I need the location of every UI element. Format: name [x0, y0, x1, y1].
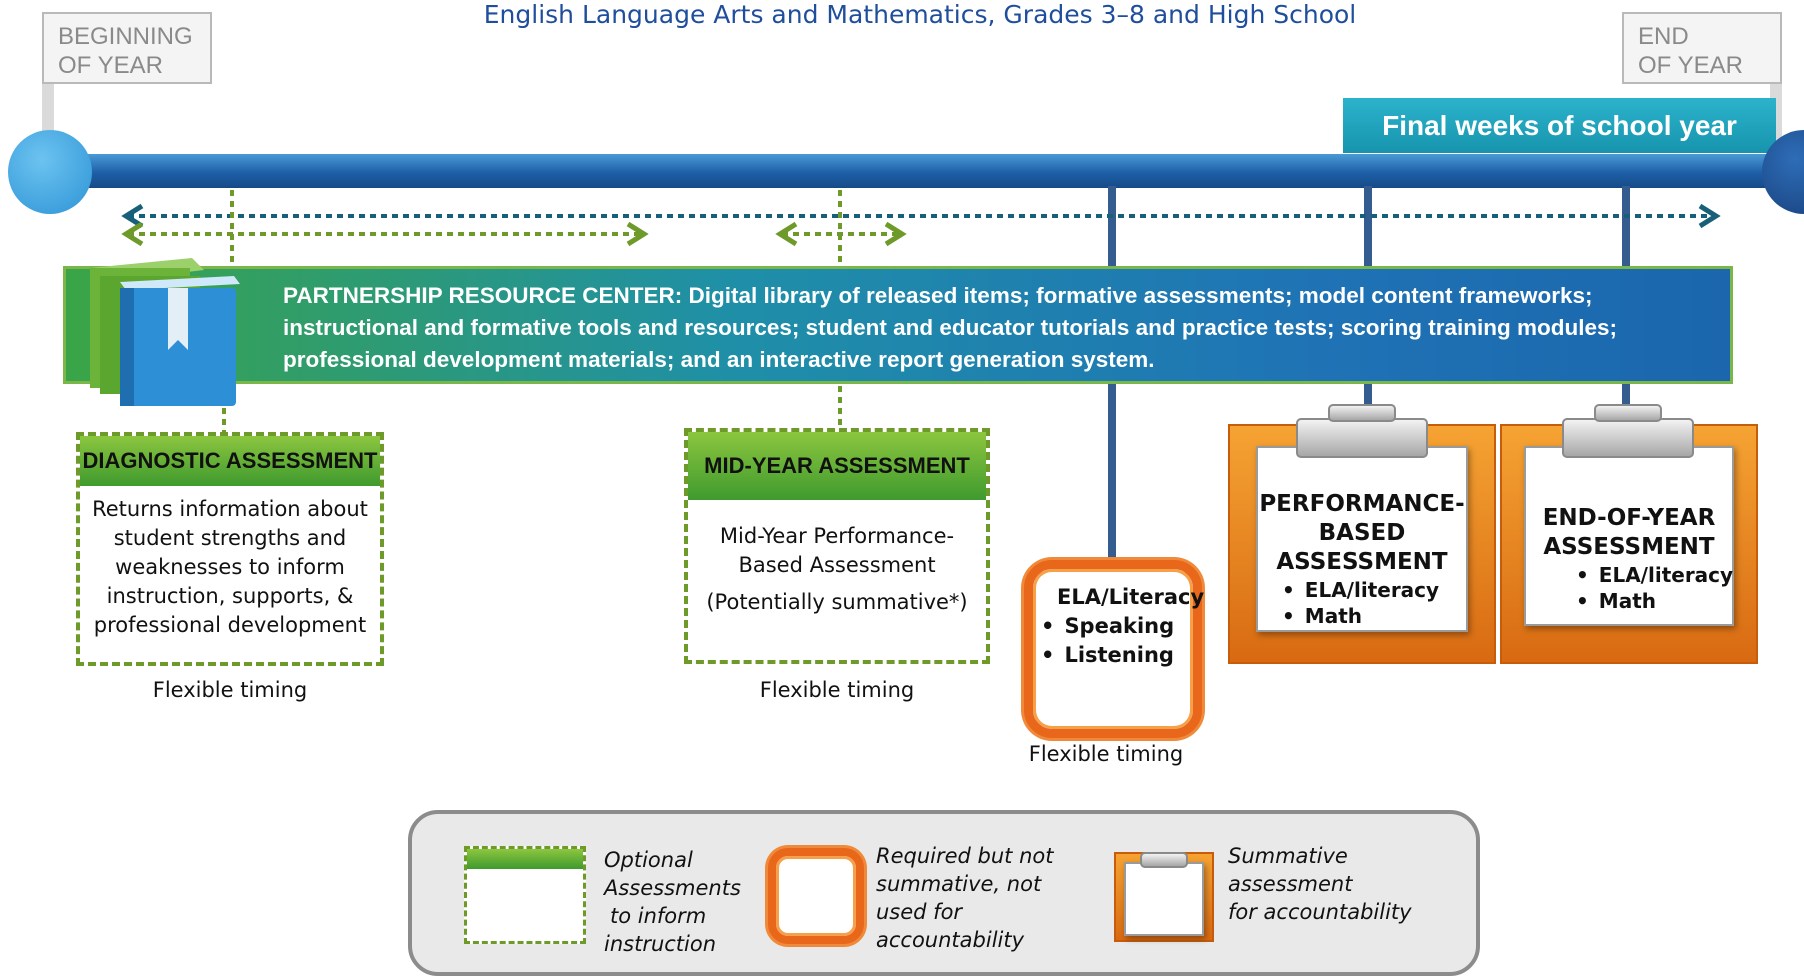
final-weeks-label: Final weeks of school year — [1343, 98, 1776, 153]
legend-optional-swatch-head — [467, 849, 583, 869]
full-year-arrow — [121, 203, 1721, 229]
legend-panel — [408, 810, 1480, 976]
speaking-listening-box: ELA/Literacy Speaking Listening — [1024, 560, 1205, 738]
book-icon — [90, 258, 240, 406]
legend-summative-text: Summative assessment for accountability — [1228, 842, 1468, 926]
diagnostic-body-line: professional development — [93, 613, 367, 637]
performance-based-title: PERFORMANCE- BASED ASSESSMENT — [1258, 448, 1466, 577]
legend-optional-text: Optional Assessments to inform instructi… — [604, 846, 741, 958]
timeline-bar — [42, 154, 1782, 188]
midyear-note: (Potentially summative*) — [706, 590, 968, 614]
end-of-year-list: ELA/literacy Math — [1526, 562, 1733, 614]
performance-based-paper: PERFORMANCE- BASED ASSESSMENT ELA/litera… — [1256, 446, 1468, 632]
diagnostic-body: Returns information about student streng… — [80, 486, 380, 640]
midyear-body-line: Mid-Year Performance- — [719, 524, 955, 548]
beginning-line1: BEGINNING — [58, 23, 193, 50]
diagnostic-body-line: Returns information about — [92, 497, 368, 521]
legend-line: accountability — [876, 928, 1025, 952]
diagnostic-body-line: student strengths and — [113, 526, 347, 550]
timeline-start-dot — [8, 130, 92, 214]
diagnostic-assessment-box: DIAGNOSTIC ASSESSMENT Returns informatio… — [76, 432, 384, 666]
legend-line: Required but not — [876, 844, 1054, 868]
midyear-window-arrow — [775, 190, 907, 428]
speaking-listening-list: Speaking Listening — [1041, 612, 1193, 670]
midyear-title: MID-YEAR ASSESSMENT — [688, 432, 986, 500]
speaking-listening-title: ELA/Literacy — [1057, 585, 1205, 609]
legend-line: used for — [876, 900, 963, 924]
beginning-line2: OF YEAR — [58, 52, 163, 79]
clipboard-icon — [1140, 852, 1188, 868]
midyear-timing: Flexible timing — [759, 678, 915, 702]
legend-required-text: Required but not summative, not used for… — [876, 842, 1076, 954]
end-line1: END — [1638, 23, 1689, 50]
clipboard-icon — [1296, 418, 1428, 458]
diagnostic-body-line: weaknesses to inform — [115, 555, 345, 579]
resource-line-2: instructional and formative tools and re… — [283, 315, 1617, 340]
resource-line-1: PARTNERSHIP RESOURCE CENTER: Digital lib… — [283, 283, 1593, 308]
legend-required-swatch — [768, 848, 864, 944]
legend-line: Optional — [604, 848, 693, 872]
diagnostic-title: DIAGNOSTIC ASSESSMENT — [80, 436, 380, 486]
diagnostic-body-line: instruction, supports, & — [106, 584, 354, 608]
legend-line: summative, not — [876, 872, 1042, 896]
midyear-body: Mid-Year Performance- Based Assessment (… — [688, 500, 986, 617]
legend-line: to inform — [610, 904, 707, 928]
list-item: ELA/literacy — [1282, 577, 1466, 603]
clipboard-clip-top — [1328, 404, 1396, 422]
diagnostic-window-arrow — [121, 190, 649, 432]
performance-based-list: ELA/literacy Math — [1258, 577, 1466, 629]
legend-line: Summative assessment — [1228, 844, 1353, 896]
legend-line: for accountability — [1228, 900, 1412, 924]
clipboard-icon — [1562, 418, 1694, 458]
end-line2: OF YEAR — [1638, 52, 1743, 79]
midyear-body-line: Based Assessment — [738, 553, 936, 577]
list-item: ELA/literacy — [1576, 562, 1733, 588]
clipboard-clip-top — [1594, 404, 1662, 422]
title-line: ASSESSMENT — [1543, 534, 1715, 560]
title-line: ASSESSMENT — [1276, 549, 1448, 575]
legend-line: instruction — [604, 932, 717, 956]
resource-center-bar — [63, 266, 1733, 384]
title-line: PERFORMANCE- — [1259, 491, 1465, 517]
title-line: BASED — [1318, 520, 1406, 546]
legend-line: Assessments — [604, 876, 741, 900]
diagnostic-timing: Flexible timing — [152, 678, 308, 702]
speaking-listening-timing: Flexible timing — [1028, 742, 1184, 766]
legend-optional-swatch — [464, 846, 586, 944]
list-item: Math — [1282, 603, 1466, 629]
list-item: Math — [1576, 588, 1732, 614]
list-item: Speaking — [1041, 612, 1193, 641]
legend-summative-paper — [1124, 862, 1204, 936]
list-item: Listening — [1041, 641, 1193, 670]
speaking-listening-content: ELA/Literacy Speaking Listening — [1033, 569, 1205, 670]
end-of-year-paper: END-OF-YEAR ASSESSMENT ELA/literacy Math — [1524, 446, 1734, 626]
title-line: END-OF-YEAR — [1542, 505, 1716, 531]
resource-line-3: professional development materials; and … — [283, 347, 1155, 372]
end-of-year-title: END-OF-YEAR ASSESSMENT — [1526, 448, 1732, 562]
diagram-subtitle: English Language Arts and Mathematics, G… — [483, 0, 1357, 29]
resource-center-text: PARTNERSHIP RESOURCE CENTER: Digital lib… — [283, 280, 1703, 376]
beginning-of-year-box: BEGINNING OF YEAR — [42, 12, 212, 84]
midyear-assessment-box: MID-YEAR ASSESSMENT Mid-Year Performance… — [684, 428, 990, 664]
end-of-year-box: END OF YEAR — [1622, 12, 1782, 84]
